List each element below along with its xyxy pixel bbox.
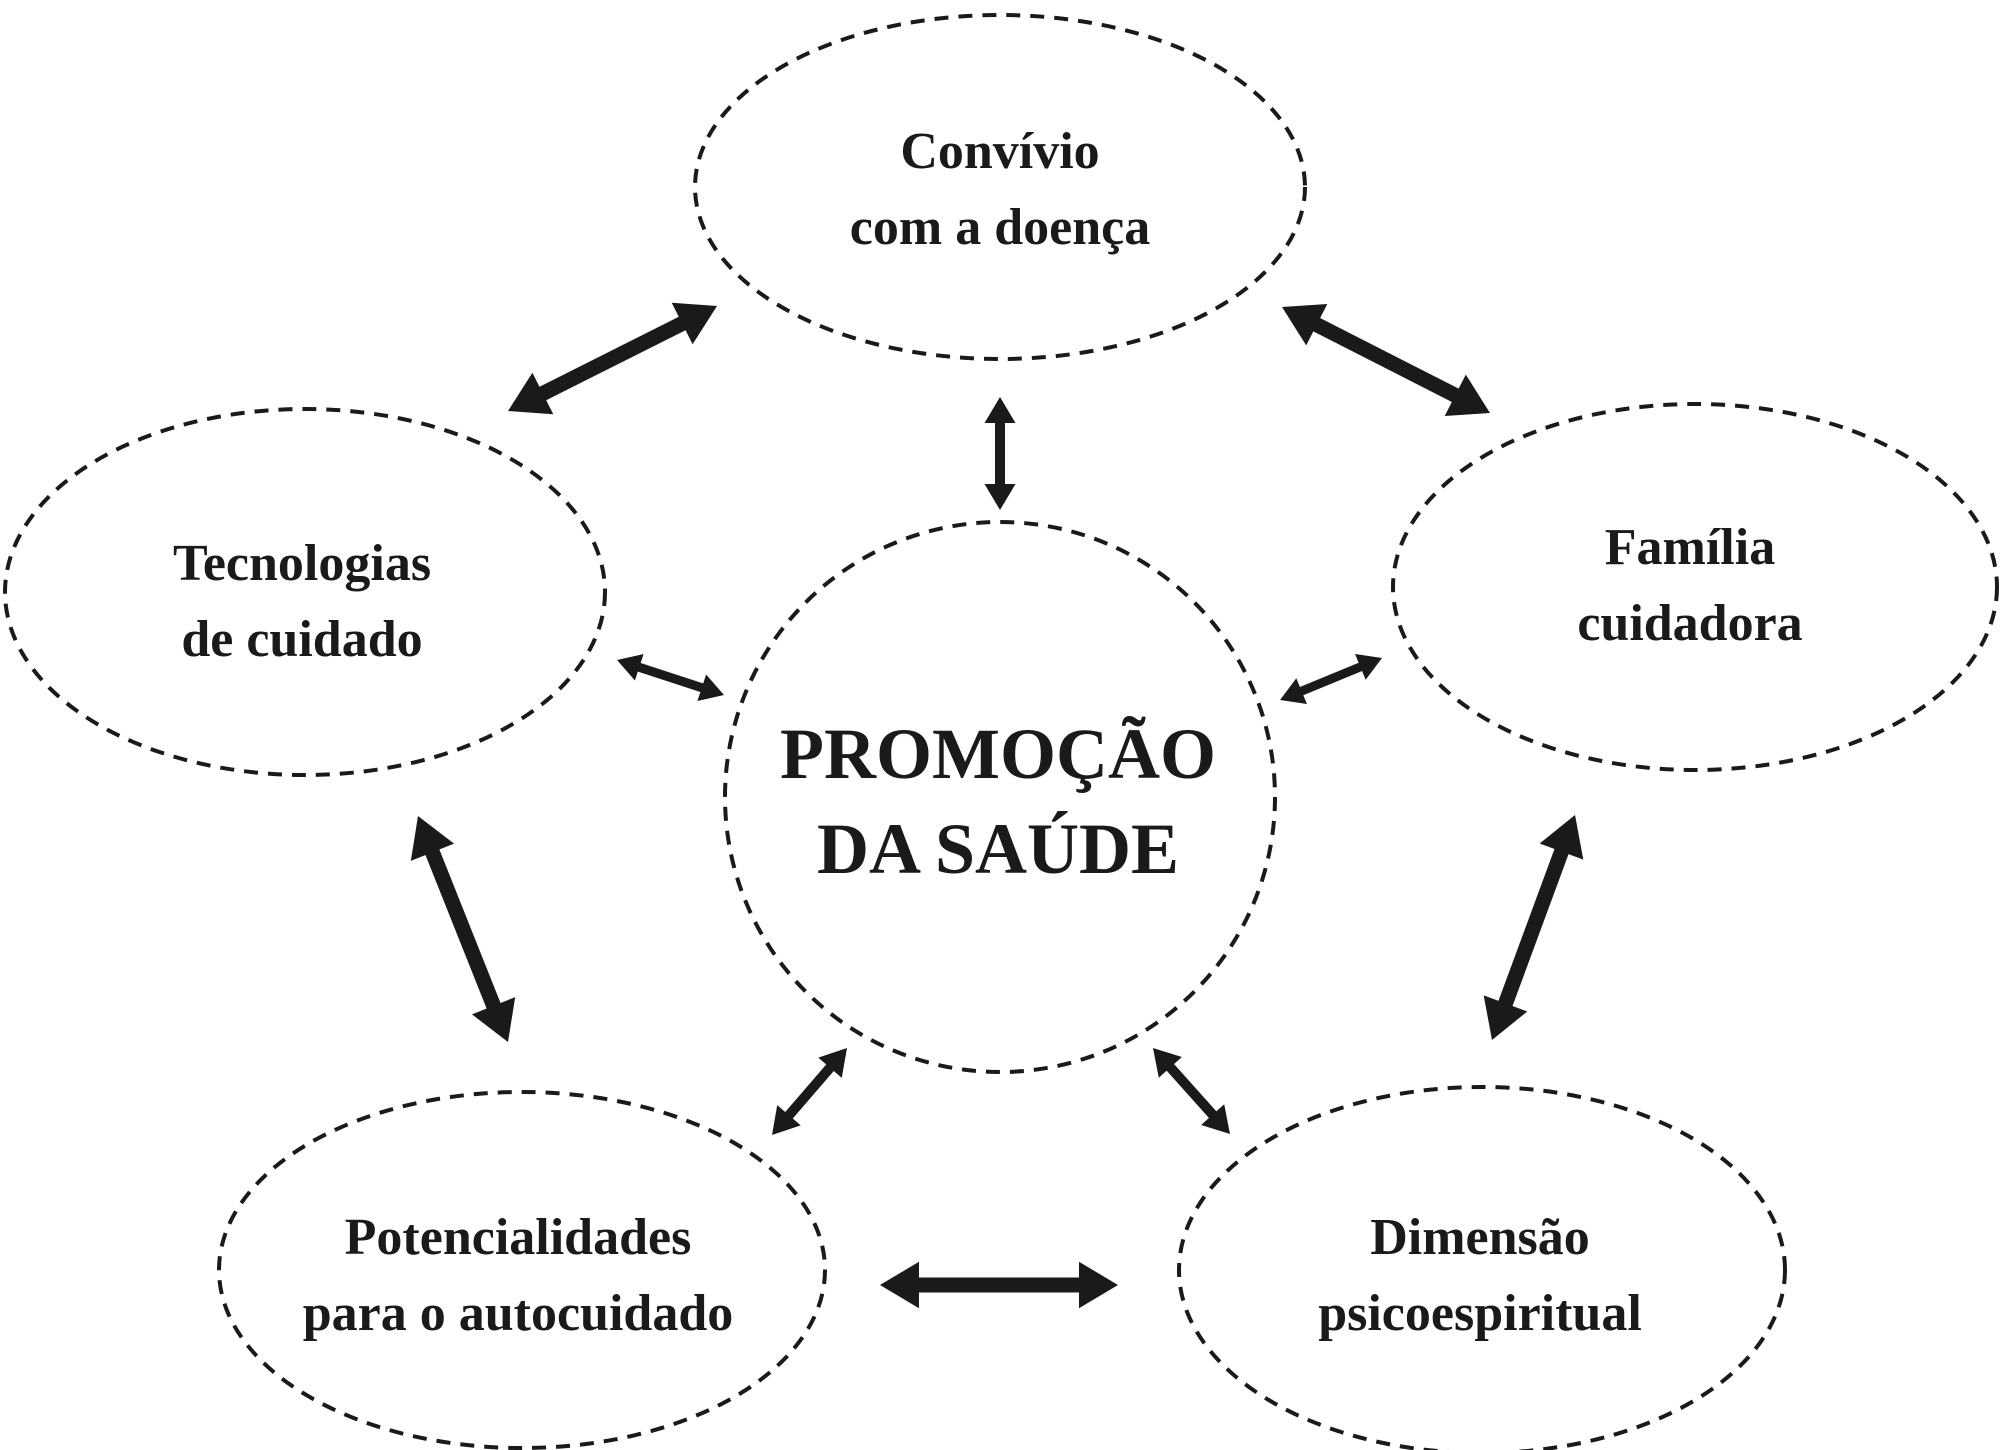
arrow-head <box>471 997 516 1042</box>
node-promocao-da-saude: PROMOÇÃO DA SAÚDE <box>723 520 1277 1074</box>
arrow-head <box>1539 815 1584 860</box>
node-bottom-left-line-2: para o autocuidado <box>303 1285 734 1342</box>
node-center-line-1: PROMOÇÃO <box>780 714 1216 794</box>
arrow-head <box>1153 1048 1182 1078</box>
arrow-left-bottom-left <box>410 816 516 1042</box>
arrow-head <box>984 397 1016 423</box>
node-bottom-left-ellipse <box>217 1090 827 1450</box>
arrow-head <box>617 654 644 681</box>
node-top-ellipse <box>693 13 1307 361</box>
node-dimensao-psicoespiritual: Dimensão psicoespiritual <box>1177 1085 1787 1450</box>
arrow-shaft <box>1297 661 1365 697</box>
arrow-center-bottom-left <box>772 1048 847 1135</box>
arrow-head <box>984 484 1016 510</box>
node-right-ellipse <box>1391 402 1999 772</box>
node-left-line-1: Tecnologias <box>173 535 431 592</box>
node-right-line-1: Família <box>1605 519 1775 576</box>
arrow-shaft <box>783 1062 836 1121</box>
arrow-right-center <box>1280 654 1382 704</box>
arrow-head <box>1201 1104 1230 1134</box>
arrow-shaft <box>1497 845 1570 1010</box>
node-top-line-1: Convívio <box>900 123 1099 180</box>
node-right-line-2: cuidadora <box>1577 595 1802 652</box>
node-top-line-2: com a doença <box>850 199 1150 256</box>
arrow-center-bottom-right <box>1153 1048 1230 1134</box>
arrow-top-left <box>508 302 717 415</box>
node-bottom-left-line-1: Potencialidades <box>345 1209 692 1266</box>
arrow-top-right <box>1282 303 1490 417</box>
arrow-head <box>880 1261 919 1309</box>
arrow-head <box>1079 1261 1118 1309</box>
arrow-top-center <box>984 397 1016 510</box>
node-center-ellipse <box>723 520 1277 1074</box>
arrow-head <box>1280 678 1307 704</box>
arrow-left-center <box>617 654 724 701</box>
arrow-head <box>772 1105 801 1135</box>
node-potencialidades-para-o-autocuidado: Potencialidades para o autocuidado <box>217 1090 827 1450</box>
arrow-head <box>818 1048 847 1078</box>
node-left-line-2: de cuidado <box>181 611 422 668</box>
node-convivio-com-a-doenca: Convívio com a doença <box>693 13 1307 361</box>
arrow-shaft <box>424 845 502 1013</box>
node-bottom-right-line-2: psicoespiritual <box>1318 1285 1642 1342</box>
arrow-head <box>410 816 455 861</box>
arrow-head <box>508 372 554 415</box>
arrow-head <box>1444 374 1490 417</box>
arrow-shaft <box>635 662 706 693</box>
arrow-shaft <box>535 315 690 402</box>
arrow-bottom-left-bottom-right <box>880 1261 1118 1309</box>
arrow-head <box>1282 303 1328 346</box>
arrow-head <box>1355 654 1382 680</box>
arrow-head <box>671 302 717 345</box>
node-bottom-right-line-1: Dimensão <box>1370 1209 1590 1266</box>
node-tecnologias-de-cuidado: Tecnologias de cuidado <box>3 407 607 777</box>
node-familia-cuidadora: Família cuidadora <box>1391 402 1999 772</box>
arrow-shaft <box>1164 1062 1219 1120</box>
node-center-line-2: DA SAÚDE <box>817 809 1179 889</box>
node-left-ellipse <box>3 407 607 777</box>
node-bottom-right-ellipse <box>1177 1085 1787 1450</box>
arrow-head <box>1483 995 1528 1040</box>
arrow-right-bottom-right <box>1483 815 1584 1040</box>
arrow-head <box>697 674 724 701</box>
arrow-shaft <box>1309 316 1463 404</box>
